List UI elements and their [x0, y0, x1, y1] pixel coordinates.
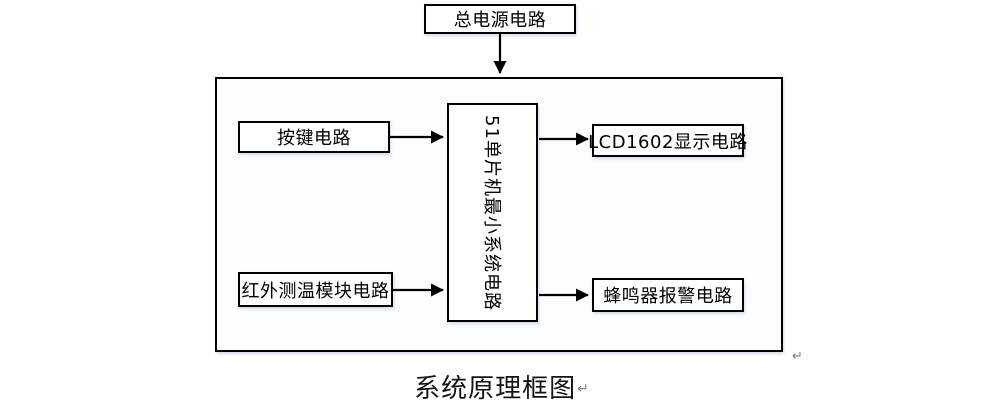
node-main-power-label: 总电源电路: [453, 10, 547, 31]
node-lcd1602-display-circuit: LCD1602显示电路: [588, 124, 747, 157]
node-mcu-label: 51单片机最小系统电路: [480, 114, 502, 311]
node-key-circuit: 按键电路: [238, 121, 390, 153]
paragraph-mark: ↵: [792, 349, 803, 364]
node-51-mcu-minimal-system-circuit: 51单片机最小系统电路: [447, 103, 538, 322]
node-buzzer-alarm-circuit: 蜂鸣器报警电路: [592, 278, 744, 312]
node-infrared-temp-module-circuit: 红外测温模块电路: [238, 272, 393, 307]
node-main-power-circuit: 总电源电路: [424, 4, 576, 34]
diagram-caption: 系统原理框图: [414, 374, 577, 404]
node-key-label: 按键电路: [277, 128, 351, 149]
caption-row: 系统原理框图↵: [0, 368, 1003, 405]
node-buzzer-label: 蜂鸣器报警电路: [603, 286, 733, 307]
node-infrared-label: 红外测温模块电路: [241, 280, 390, 302]
paragraph-mark: ↵: [577, 381, 589, 397]
node-lcd-label: LCD1602显示电路: [588, 131, 748, 153]
